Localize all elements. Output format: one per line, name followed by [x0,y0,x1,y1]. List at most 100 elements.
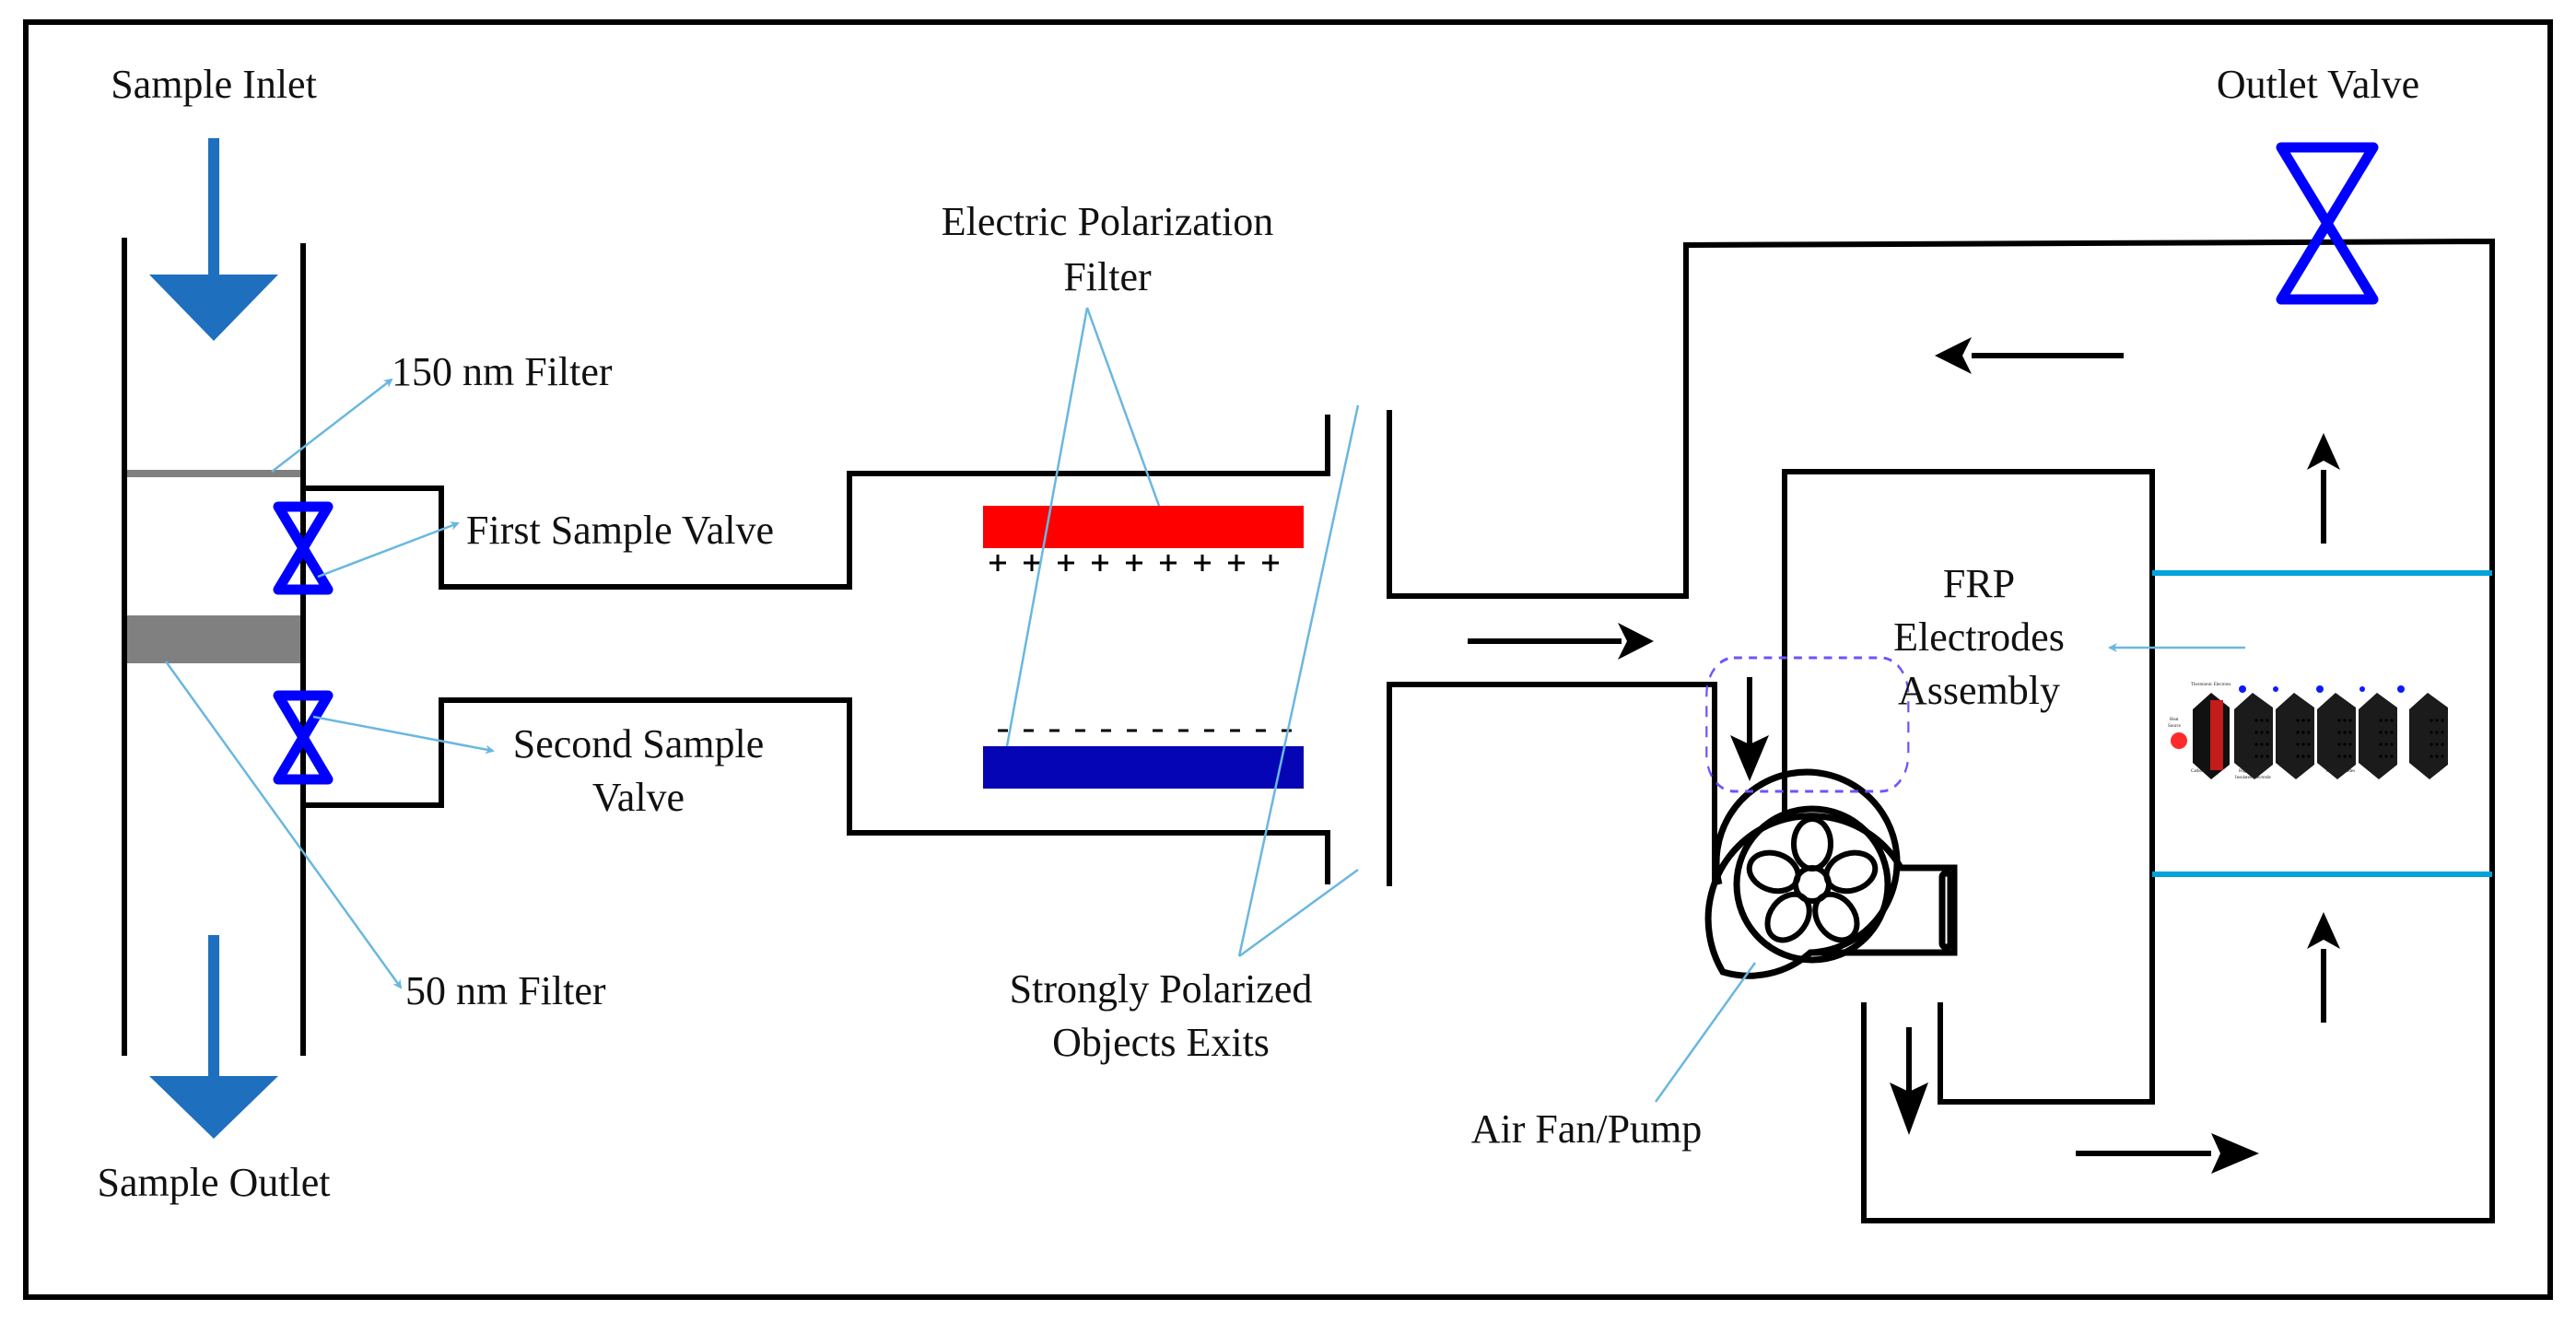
electrode-hole [2348,755,2352,758]
fan-blade [1812,891,1860,943]
sample-inlet-arrow-icon [149,138,278,341]
filter-50nm [127,615,300,663]
electrode-hole [2307,719,2311,722]
sample-inlet-label: Sample Inlet [111,62,317,107]
electrode-hole [2348,719,2352,722]
outlet-valve-icon[interactable] [2276,142,2379,305]
first-valve-label: First Sample Valve [466,508,774,553]
figure-frame [23,19,2553,1300]
frp-chamber [1782,469,2155,1105]
electron-dot [2397,685,2405,693]
electrode-block [2276,693,2314,779]
inset-anode-label: Anode [2428,769,2441,774]
electrode-hole [2384,743,2388,746]
positive-charges [989,555,1279,571]
positive-plate [983,506,1304,548]
exit-duct-lower [1387,682,1717,907]
electrode-block [2409,693,2448,779]
plus-sign [1262,555,1279,571]
plus-sign [1126,555,1142,571]
inset-hv-label-2: Insulated Electrode [2235,776,2272,780]
electrode-hole [2296,743,2300,746]
flow-arrow-left-icon [1935,337,2124,374]
epf-label-1: Electric Polarization [942,199,1273,244]
flow-arrow-down-bottom-icon [1890,1027,1928,1135]
electrode-hole [2254,755,2258,758]
electron-dot [2273,686,2278,692]
inset-cathode-label: Cathode [2191,769,2207,774]
electrode-hole [2266,731,2269,734]
flow-arrow-down-fan-icon [1730,677,1769,781]
sample-outlet-arrow-icon [149,935,278,1139]
inset-heat-label: Heat [2170,718,2179,722]
electrode-hole [2260,719,2264,722]
fan-blade [1764,891,1812,943]
leader-50nm [164,661,403,989]
electrode-hole [2343,743,2347,746]
electrode-hole [2307,755,2311,758]
electrode-hole [2379,731,2383,734]
electrode-hole [2343,731,2347,734]
leader-exit-upper [1237,404,1360,957]
second-valve-label-2: Valve [592,775,685,820]
electrode-hole [2254,719,2258,722]
electrode-hole [2435,731,2439,734]
plus-sign [989,555,1006,571]
electrode-hole [2343,719,2347,722]
frp-label-3: Assembly [1898,668,2060,713]
electrode-hole [2337,731,2341,734]
electrode-hole [2441,719,2444,722]
second-valve-label-1: Second Sample [513,721,765,766]
electrode-hole [2266,719,2269,722]
plus-sign [1092,555,1108,571]
plus-sign [1058,555,1074,571]
flow-arrow-up-top-icon [2307,433,2340,544]
filter-150-label: 150 nm Filter [392,349,613,394]
leader-second-valve [312,715,495,755]
electrode-hole [2337,719,2341,722]
electrode-block [2234,693,2273,779]
frp-electrode-inset: Thermionic Electrons Heat Source Cathode… [1705,656,2448,793]
electrode-hole [2266,743,2269,746]
electrode-hole [2430,731,2433,734]
inset-source-label: Source [2168,724,2182,729]
cathode-block [2193,693,2230,779]
first-sample-valve-icon[interactable] [273,501,334,595]
negative-plate [983,746,1304,789]
electrode-hole [2390,755,2394,758]
electrode-hole [2379,743,2383,746]
fan-blade [1791,816,1833,872]
electrode-hole [2301,731,2305,734]
electrode-hole [2307,731,2311,734]
electrode-hole [2430,719,2433,722]
electron-dot [2316,685,2324,693]
electrode-hole [2254,743,2258,746]
sample-column [122,238,306,1056]
exits-label-1: Strongly Polarized [1010,966,1313,1012]
electrode-hole [2343,755,2347,758]
electrode-hole [2296,719,2300,722]
air-fan-pump-icon[interactable] [1704,768,1958,979]
second-sample-valve-icon[interactable] [273,690,334,785]
lower-duct [303,697,1330,884]
electrode-hole [2307,743,2311,746]
electrode-hole [2301,755,2305,758]
electron-dot [2239,685,2246,693]
electrode-hole [2296,731,2300,734]
electrode-hole [2435,719,2439,722]
electrode-hole [2441,755,2444,758]
plus-sign [1194,555,1211,571]
exits-label-2: Objects Exits [1052,1020,1270,1065]
outlet-valve-label: Outlet Valve [2217,62,2419,107]
air-fan-label: Air Fan/Pump [1471,1106,1703,1152]
leader-150nm [271,378,393,473]
electrode-hole [2266,755,2269,758]
electrode-hole [2337,755,2341,758]
electrode-hole [2260,743,2264,746]
epf-label-2: Filter [1063,254,1152,299]
inset-frp-label: FRP Electrodes [2326,769,2355,774]
electrode-hole [2390,743,2394,746]
electrode-hole [2390,731,2394,734]
heat-source-icon [2171,732,2187,749]
electrode-hole [2430,755,2433,758]
